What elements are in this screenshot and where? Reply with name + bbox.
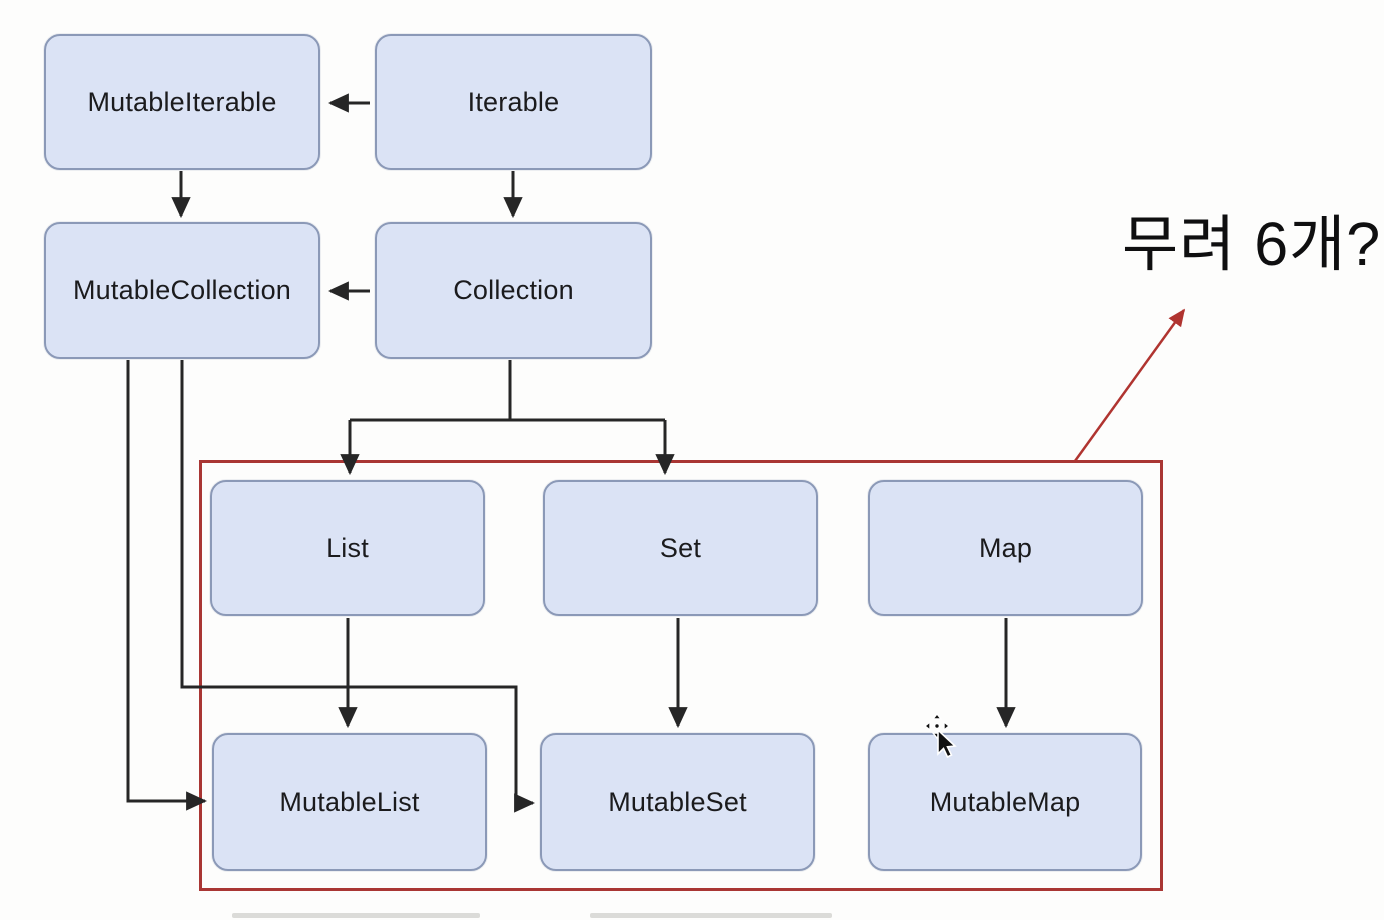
node-mutable-map: MutableMap	[868, 733, 1142, 871]
annotation-text: 무려 6개?	[1122, 210, 1382, 278]
annotation-arrow	[1073, 308, 1186, 462]
node-mutable-set: MutableSet	[540, 733, 815, 871]
node-label: Set	[659, 532, 702, 563]
node-label: MutableCollection	[72, 275, 292, 305]
node-collection: Collection	[375, 222, 652, 359]
node-label: Collection	[453, 275, 574, 305]
node-iterable: Iterable	[375, 34, 652, 170]
node-mutable-iterable: MutableIterable	[44, 34, 320, 170]
node-label: Map	[978, 532, 1033, 563]
edge-collection-split-line	[350, 360, 665, 422]
node-label: MutableSet	[608, 786, 747, 817]
bottom-cutoff-mark-right	[590, 913, 832, 918]
highlight-rectangle	[199, 460, 1163, 891]
node-label: Iterable	[467, 86, 560, 117]
node-label: MutableMap	[929, 786, 1081, 817]
node-set: Set	[543, 480, 818, 616]
node-mutable-collection: MutableCollection	[44, 222, 320, 359]
bottom-cutoff-mark-left	[232, 913, 480, 918]
node-label: MutableIterable	[87, 86, 277, 117]
node-map: Map	[868, 480, 1143, 616]
edge-mutable-collection-to-mutable-list-arrow	[126, 360, 208, 811]
